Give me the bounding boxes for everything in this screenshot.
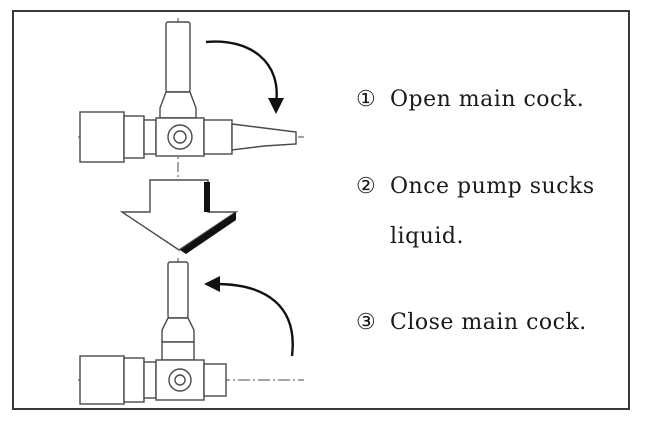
step-text: Close main cock.: [390, 310, 587, 335]
diagram-frame: [12, 10, 630, 410]
down-arrow: [119, 179, 239, 254]
step-pump-sucks-liquid: ② Once pump sucks: [356, 172, 595, 202]
step-number: ①: [356, 87, 377, 112]
valve-closed: [78, 258, 304, 405]
step-open-main-cock: ① Open main cock.: [356, 85, 584, 115]
step-text-continuation: liquid.: [390, 224, 464, 249]
step-pump-sucks-liquid-continuation: liquid.: [390, 222, 464, 252]
step-number: ③: [356, 310, 377, 335]
valve-open: [78, 18, 304, 182]
step-text: Open main cock.: [390, 87, 585, 112]
step-text: Once pump sucks: [390, 174, 595, 199]
arrow-close-rotate: [204, 276, 294, 357]
arrow-open-rotate: [205, 40, 284, 114]
step-close-main-cock: ③ Close main cock.: [356, 308, 587, 338]
step-number: ②: [356, 174, 377, 199]
